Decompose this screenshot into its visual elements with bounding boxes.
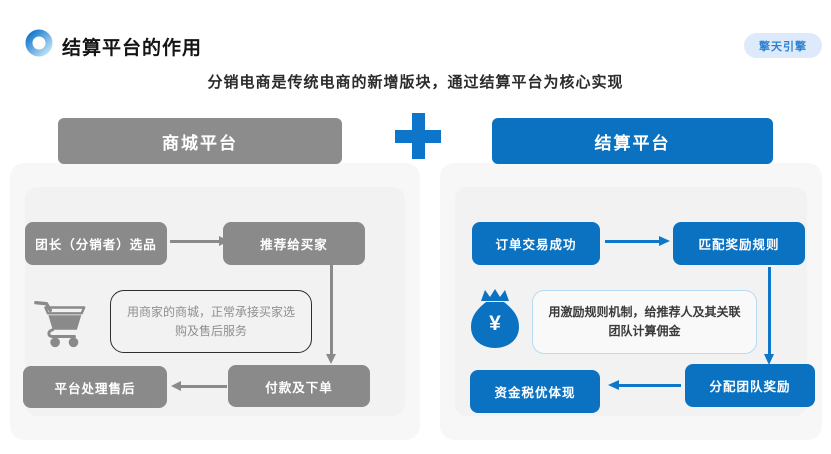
arrow-recommend-to-order bbox=[326, 265, 337, 364]
settlement-step-tax: 资金税优体现 bbox=[470, 370, 600, 413]
mall-note: 用商家的商城，正常承接买家选购及售后服务 bbox=[110, 290, 312, 353]
settlement-step-success: 订单交易成功 bbox=[472, 222, 600, 265]
shopping-cart-icon bbox=[30, 293, 88, 356]
mall-panel: 团长（分销者）选品 推荐给买家 用商家的商城，正常承接买家选购及售后服务 bbox=[10, 163, 420, 440]
mall-step-select: 团长（分销者）选品 bbox=[25, 222, 167, 265]
mall-step-order: 付款及下单 bbox=[228, 365, 370, 407]
settlement-panel: 订单交易成功 匹配奖励规则 ¥ 用激励规则机制，给推荐人及其关联团队计算佣金 资… bbox=[440, 163, 822, 440]
subtitle: 分销电商是传统电商的新增版块，通过结算平台为核心实现 bbox=[207, 74, 624, 91]
mall-step-recommend: 推荐给买家 bbox=[223, 222, 365, 265]
arrow-select-to-recommend bbox=[170, 236, 230, 247]
title-ring-icon bbox=[25, 29, 53, 57]
mall-platform-header: 商城平台 bbox=[58, 118, 342, 164]
arrow-match-to-distribute bbox=[764, 267, 775, 365]
mall-step-aftersale: 平台处理售后 bbox=[23, 366, 167, 408]
plus-icon bbox=[395, 113, 441, 159]
arrow-order-to-aftersale bbox=[171, 381, 227, 392]
settlement-step-match: 匹配奖励规则 bbox=[673, 222, 805, 265]
arrow-distribute-to-tax bbox=[608, 380, 681, 391]
settlement-step-distribute: 分配团队奖励 bbox=[685, 364, 815, 407]
settlement-platform-header: 结算平台 bbox=[492, 118, 773, 164]
settlement-note: 用激励规则机制，给推荐人及其关联团队计算佣金 bbox=[532, 290, 757, 354]
plus-vertical-bar bbox=[411, 113, 425, 159]
page-title: 结算平台的作用 bbox=[62, 38, 203, 59]
money-bag-icon: ¥ bbox=[464, 286, 526, 352]
arrow-success-to-match bbox=[605, 236, 671, 247]
yen-symbol: ¥ bbox=[489, 312, 501, 335]
brand-badge: 擎天引擎 bbox=[744, 33, 822, 58]
